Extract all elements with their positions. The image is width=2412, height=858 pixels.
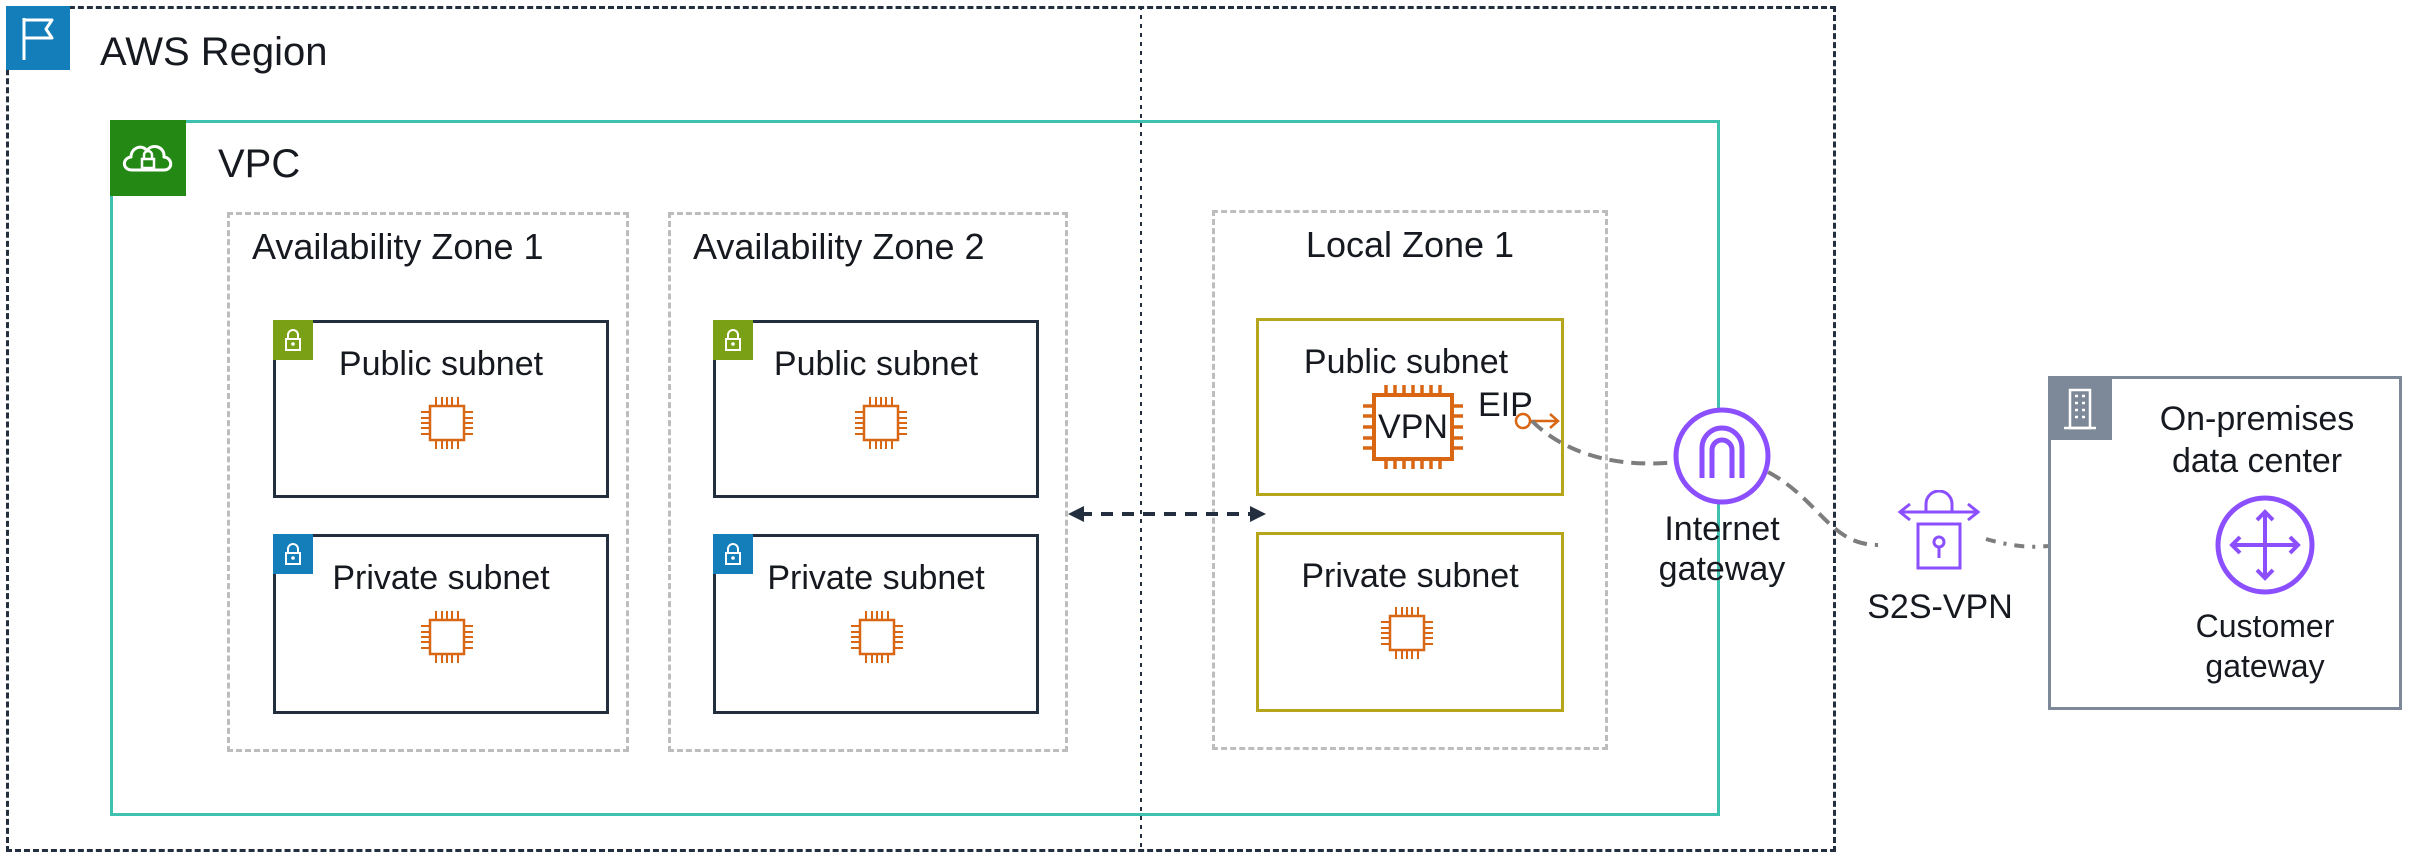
- internet-gateway-icon: [1673, 407, 1771, 505]
- az1-private-subnet-label: Private subnet: [332, 559, 550, 597]
- availability-zone-1-label: Availability Zone 1: [252, 226, 544, 267]
- vpn-instance-label: VPN: [1378, 408, 1448, 446]
- local-zone-private-subnet-label: Private subnet: [1301, 557, 1519, 595]
- az2-private-subnet-label: Private subnet: [767, 559, 985, 597]
- local-zone-public-subnet: Public subnet: [1256, 318, 1564, 496]
- on-premises-label-line1: On-premises: [2159, 400, 2355, 438]
- vpc-label: VPC: [218, 142, 301, 186]
- availability-zone-2-label: Availability Zone 2: [693, 226, 985, 267]
- availability-zone-2: [668, 212, 1068, 752]
- on-premises-label-line2: data center: [2171, 442, 2343, 480]
- az1-public-subnet-label: Public subnet: [338, 345, 544, 383]
- local-zone-1: [1212, 210, 1608, 750]
- local-zone-1-label: Local Zone 1: [1305, 224, 1515, 265]
- ec2-instance-icon: [1381, 607, 1433, 659]
- region-flag-icon: [6, 6, 70, 70]
- az1-public-subnet: Public subnet: [273, 320, 609, 498]
- private-subnet-lock-icon: [713, 534, 753, 574]
- az2-private-subnet: Private subnet: [713, 534, 1039, 714]
- vpc-cloud-icon: [110, 120, 186, 196]
- az2-public-subnet: Public subnet: [713, 320, 1039, 498]
- internet-gateway-label-line1: Internet: [1664, 510, 1780, 548]
- availability-zone-1: [227, 212, 629, 752]
- region-label: AWS Region: [100, 30, 328, 74]
- public-subnet-lock-icon: [713, 320, 753, 360]
- az1-private-subnet: Private subnet: [273, 534, 609, 714]
- s2s-vpn-label: S2S-VPN: [1867, 588, 2013, 626]
- private-subnet-lock-icon: [273, 534, 313, 574]
- s2s-vpn-icon: [1897, 490, 1981, 570]
- on-premises-data-center-group: [2048, 376, 2402, 710]
- customer-gateway-label-line2: gateway: [2205, 648, 2325, 684]
- ec2-instance-icon: [421, 397, 473, 449]
- vpn-instance-icon: [1363, 385, 1463, 469]
- aws-region-group: [6, 6, 1836, 852]
- ec2-instance-icon: [421, 611, 473, 663]
- customer-gateway-label-line1: Customer: [2195, 608, 2335, 644]
- local-zone-private-subnet: Private subnet: [1256, 532, 1564, 712]
- ec2-instance-icon: [851, 611, 903, 663]
- ec2-instance-icon: [855, 397, 907, 449]
- public-subnet-lock-icon: [273, 320, 313, 360]
- building-icon: [2048, 376, 2112, 440]
- az2-public-subnet-label: Public subnet: [773, 345, 979, 383]
- customer-gateway-icon: [2215, 495, 2315, 595]
- local-zone-public-subnet-label: Public subnet: [1303, 343, 1509, 381]
- internet-gateway-label-line2: gateway: [1658, 550, 1786, 588]
